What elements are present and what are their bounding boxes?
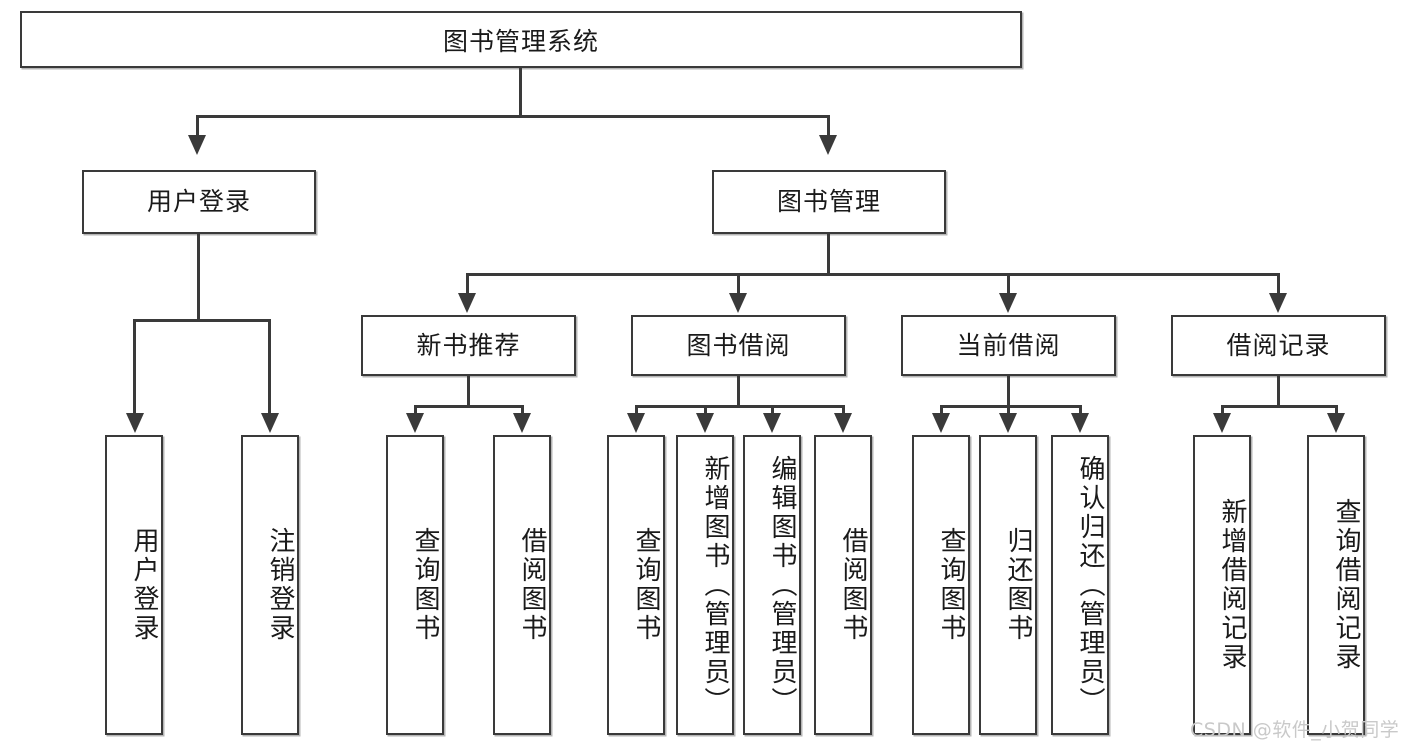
edge-br-drop-1 xyxy=(1221,405,1224,415)
csdn-watermark: CSDN @软件_小贺同学 xyxy=(1190,719,1400,741)
arrow-to-leaf-query-book-3 xyxy=(932,413,950,433)
edge-user-login-drop-1 xyxy=(133,319,136,415)
node-user-login[interactable]: 用户登录 xyxy=(82,170,316,234)
node-root-system[interactable]: 图书管理系统 xyxy=(20,11,1022,68)
node-label: 借阅图书 xyxy=(517,527,547,643)
edge-root-drop-left xyxy=(196,115,199,137)
node-current-borrow[interactable]: 当前借阅 xyxy=(901,315,1116,376)
edge-nbr-bus xyxy=(414,405,524,408)
edge-cb-drop-1 xyxy=(940,405,943,415)
arrow-to-book-management xyxy=(819,135,837,155)
node-label: 确认归还（管理员） xyxy=(1075,454,1105,716)
edge-bb-bus xyxy=(635,405,845,408)
node-label: 用户登录 xyxy=(129,527,159,643)
node-borrow-record[interactable]: 借阅记录 xyxy=(1171,315,1386,376)
node-book-management[interactable]: 图书管理 xyxy=(712,170,946,234)
node-leaf-add-book[interactable]: 新增图书（管理员） xyxy=(676,435,734,735)
node-leaf-edit-book[interactable]: 编辑图书（管理员） xyxy=(743,435,801,735)
edge-cb-drop-3 xyxy=(1079,405,1082,415)
edge-book-management-stem xyxy=(827,234,830,275)
node-label: 新增借阅记录 xyxy=(1217,498,1247,672)
node-label: 查询图书 xyxy=(410,527,440,643)
edge-cb-bus xyxy=(940,405,1082,408)
node-leaf-confirm-return[interactable]: 确认归还（管理员） xyxy=(1051,435,1109,735)
node-label: 注销登录 xyxy=(265,527,295,643)
node-label: 查询图书 xyxy=(936,527,966,643)
edge-nbr-drop-2 xyxy=(521,405,524,415)
node-leaf-user-login[interactable]: 用户登录 xyxy=(105,435,163,735)
arrow-to-book-borrow xyxy=(729,293,747,313)
node-leaf-add-borrow-record[interactable]: 新增借阅记录 xyxy=(1193,435,1251,735)
node-leaf-borrow-book-1[interactable]: 借阅图书 xyxy=(493,435,551,735)
node-leaf-logout[interactable]: 注销登录 xyxy=(241,435,299,735)
node-leaf-query-book-3[interactable]: 查询图书 xyxy=(912,435,970,735)
arrow-to-leaf-query-book-1 xyxy=(406,413,424,433)
edge-book-management-bus xyxy=(466,273,1280,276)
arrow-to-leaf-return-book xyxy=(999,413,1017,433)
edge-br-drop-2 xyxy=(1335,405,1338,415)
arrow-to-leaf-query-borrow-record xyxy=(1327,413,1345,433)
arrow-to-new-book-recommend xyxy=(458,293,476,313)
node-new-book-recommend[interactable]: 新书推荐 xyxy=(361,315,576,376)
edge-user-login-stem xyxy=(197,234,200,321)
arrow-to-leaf-borrow-book-2 xyxy=(834,413,852,433)
edge-bm-drop-1 xyxy=(466,273,469,295)
edge-bb-drop-3 xyxy=(771,405,774,415)
node-book-borrow[interactable]: 图书借阅 xyxy=(631,315,846,376)
edge-bm-drop-2 xyxy=(737,273,740,295)
node-label: 图书管理系统 xyxy=(442,26,599,56)
node-leaf-borrow-book-2[interactable]: 借阅图书 xyxy=(814,435,872,735)
edge-bb-drop-1 xyxy=(635,405,638,415)
edge-root-stem xyxy=(519,68,522,116)
edge-nbr-stem xyxy=(467,376,470,408)
node-label: 编辑图书（管理员） xyxy=(767,454,797,716)
node-label: 归还图书 xyxy=(1003,527,1033,643)
node-label: 查询借阅记录 xyxy=(1331,498,1361,672)
node-label: 图书管理 xyxy=(776,187,881,216)
node-label: 借阅记录 xyxy=(1226,330,1331,360)
node-label: 图书借阅 xyxy=(686,330,791,360)
node-leaf-query-book-2[interactable]: 查询图书 xyxy=(607,435,665,735)
arrow-to-leaf-borrow-book-1 xyxy=(513,413,531,433)
arrow-to-leaf-add-book xyxy=(696,413,714,433)
arrow-to-leaf-confirm-return xyxy=(1071,413,1089,433)
node-label: 当前借阅 xyxy=(956,330,1061,360)
arrow-to-borrow-record xyxy=(1269,293,1287,313)
node-label: 用户登录 xyxy=(146,187,251,216)
arrow-to-leaf-add-borrow-record xyxy=(1213,413,1231,433)
arrow-to-leaf-query-book-2 xyxy=(627,413,645,433)
arrow-to-current-borrow xyxy=(999,293,1017,313)
edge-root-bus xyxy=(196,115,830,118)
edge-nbr-drop-1 xyxy=(414,405,417,415)
arrow-to-leaf-user-login xyxy=(126,413,144,433)
edge-bm-drop-3 xyxy=(1007,273,1010,295)
edge-user-login-bus xyxy=(133,319,271,322)
node-leaf-query-borrow-record[interactable]: 查询借阅记录 xyxy=(1307,435,1365,735)
arrow-to-user-login xyxy=(188,135,206,155)
arrow-to-leaf-logout xyxy=(261,413,279,433)
node-leaf-return-book[interactable]: 归还图书 xyxy=(979,435,1037,735)
node-label: 新增图书（管理员） xyxy=(700,454,730,716)
node-label: 新书推荐 xyxy=(416,330,521,360)
edge-br-bus xyxy=(1221,405,1338,408)
edge-bb-drop-4 xyxy=(842,405,845,415)
edge-root-drop-right xyxy=(827,115,830,137)
edge-cb-stem xyxy=(1007,376,1010,408)
node-label: 查询图书 xyxy=(631,527,661,643)
node-label: 借阅图书 xyxy=(838,527,868,643)
edge-br-stem xyxy=(1277,376,1280,408)
edge-bb-drop-2 xyxy=(704,405,707,415)
edge-user-login-drop-2 xyxy=(268,319,271,415)
edge-bb-stem xyxy=(737,376,740,408)
edge-cb-drop-2 xyxy=(1007,405,1010,415)
edge-bm-drop-4 xyxy=(1277,273,1280,295)
node-leaf-query-book-1[interactable]: 查询图书 xyxy=(386,435,444,735)
arrow-to-leaf-edit-book xyxy=(763,413,781,433)
